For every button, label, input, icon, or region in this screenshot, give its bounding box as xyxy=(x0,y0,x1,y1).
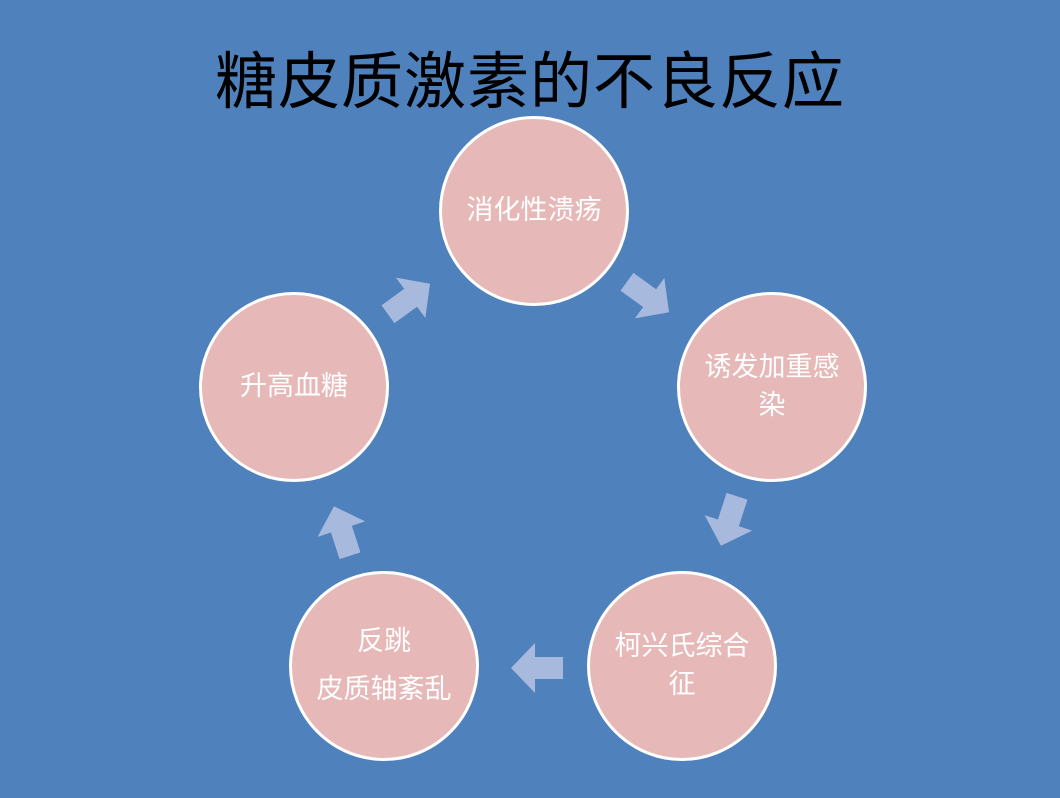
block-arrow-icon xyxy=(509,640,565,696)
cycle-node-infection: 诱发加重感染 xyxy=(677,292,867,482)
cycle-node-peptic-ulcer: 消化性溃疡 xyxy=(439,116,629,306)
cycle-node-rebound-axis-disorder: 反跳 皮质轴紊乱 xyxy=(289,571,479,761)
block-arrow-icon xyxy=(609,258,687,336)
cycle-node-cushing-syndrome: 柯兴氏综合征 xyxy=(587,571,777,761)
slide-title: 糖皮质激素的不良反应 xyxy=(214,45,845,118)
node-label: 柯兴氏综合征 xyxy=(614,631,750,700)
cycle-node-hyperglycemia: 升高血糖 xyxy=(199,292,389,482)
node-label: 升高血糖 xyxy=(240,371,348,402)
node-label-rebound: 反跳 xyxy=(357,626,411,657)
block-arrow-icon xyxy=(370,260,448,338)
node-label-axis-disorder: 皮质轴紊乱 xyxy=(316,674,452,705)
block-arrow-icon xyxy=(307,496,378,567)
block-arrow-icon xyxy=(694,486,765,557)
node-label: 诱发加重感染 xyxy=(704,352,840,421)
node-label: 消化性溃疡 xyxy=(466,195,602,226)
